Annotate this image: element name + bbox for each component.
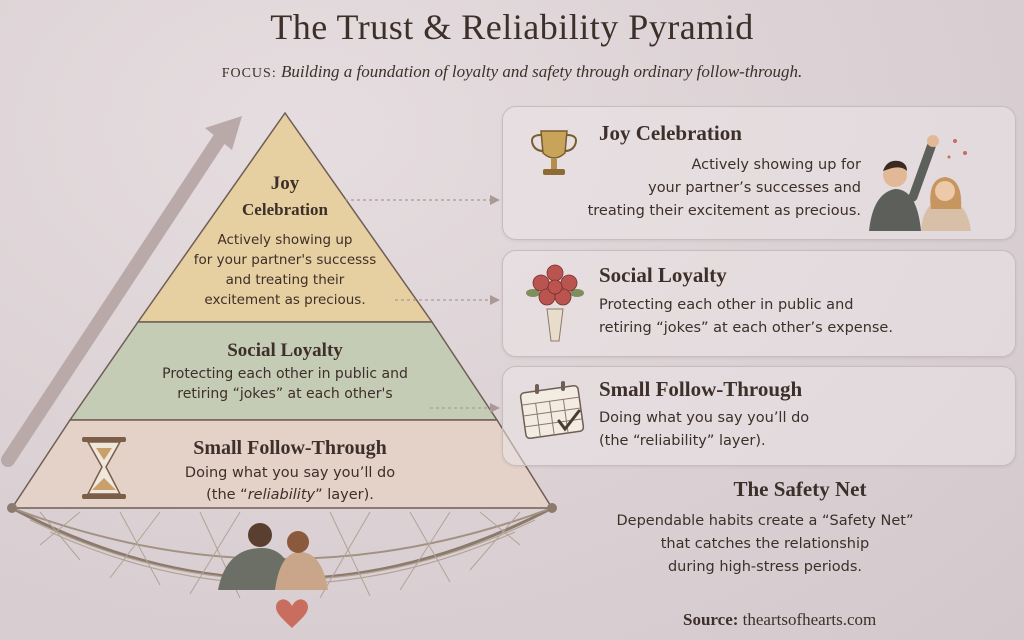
pyramid-bottom-desc-post: ” layer). [315, 487, 374, 503]
pyramid-top-desc-line: and treating their [225, 272, 345, 288]
card-desc-line: Doing what you say you’ll do [599, 410, 810, 426]
couple-illustration [218, 523, 328, 590]
pyramid-bottom-title: Small Follow-Through [193, 437, 387, 459]
safety-net-desc-line: during high-stress periods. [667, 559, 863, 575]
safety-net-desc-line: Dependable habits create a “Safety Net” [616, 513, 914, 529]
pyramid-bottom-desc-line: (the “reliability” layer). [140, 484, 440, 506]
pyramid-middle-desc-line: retiring “jokes” at each other's [177, 386, 393, 402]
focus-text: Building a foundation of loyalty and saf… [280, 62, 803, 81]
celebrating-couple-illustration [869, 135, 971, 231]
card-title: Small Follow-Through [599, 377, 803, 401]
upward-arrow-icon [1, 116, 242, 467]
card-desc-line: your partner’s successes and [648, 180, 861, 196]
safety-net-desc: Dependable habits create a “Safety Net” … [600, 510, 930, 579]
pyramid-top-desc-line: for your partner's successs [193, 252, 377, 268]
pyramid-bottom-text: Small Follow-Through Doing what you say … [140, 434, 440, 506]
pyramid-top-desc-line: Actively showing up [217, 232, 353, 248]
pyramid-middle-text: Social Loyalty Protecting each other in … [115, 338, 455, 404]
trophy-icon [531, 130, 577, 175]
pyramid-bottom-desc-em: reliability [247, 487, 316, 503]
pyramid-top-text: Joy Celebration [195, 170, 375, 222]
card-desc: Actively showing up for your partner’s s… [541, 154, 861, 223]
rose-bouquet-icon [526, 264, 584, 342]
pyramid-top-title-2: Celebration [242, 200, 328, 219]
card-title: Social Loyalty [599, 263, 727, 287]
card-desc-line: Actively showing up for [691, 157, 861, 173]
card-joy-celebration: Joy Celebration Actively showing up for … [502, 106, 1016, 240]
safety-net-hammock [7, 503, 557, 599]
source-credit: Source: theartsofhearts.com [683, 610, 876, 630]
pyramid-top-title-1: Joy [270, 173, 300, 194]
pyramid-middle-desc-line: Protecting each other in public and [162, 366, 408, 382]
hourglass-icon [82, 437, 126, 499]
pyramid-bottom-desc-line: Doing what you say you’ll do [184, 465, 396, 481]
connector-lines [345, 199, 495, 409]
pyramid-top-desc-line: excitement as precious. [204, 292, 366, 308]
safety-net-desc-line: that catches the relationship [660, 536, 870, 552]
pyramid-top-desc: Actively showing up for your partner's s… [180, 230, 390, 310]
card-desc: Doing what you say you’ll do (the “relia… [599, 407, 809, 453]
pyramid-middle-title: Social Loyalty [227, 340, 343, 361]
card-desc: Protecting each other in public and reti… [599, 294, 893, 340]
focus-label: FOCUS: [221, 66, 277, 81]
pyramid-bottom-desc-pre: (the “ [206, 487, 248, 503]
card-title: Joy Celebration [599, 121, 742, 145]
card-desc-line: (the “reliability” layer). [599, 433, 766, 449]
safety-net-title: The Safety Net [733, 477, 867, 501]
heart-icon [276, 599, 308, 628]
calendar-icon [519, 381, 585, 440]
page-title: The Trust & Reliability Pyramid [270, 7, 754, 47]
card-small-follow-through: Small Follow-Through Doing what you say … [502, 366, 1016, 466]
card-desc-line: treating their excitement as precious. [587, 203, 861, 219]
source-label: Source: [683, 610, 739, 629]
card-desc-line: retiring “jokes” at each other’s expense… [599, 320, 893, 336]
subtitle: FOCUS: Building a foundation of loyalty … [0, 62, 1024, 82]
card-social-loyalty: Social Loyalty Protecting each other in … [502, 250, 1016, 357]
source-link[interactable]: theartsofhearts.com [742, 610, 877, 629]
card-desc-line: Protecting each other in public and [599, 297, 854, 313]
